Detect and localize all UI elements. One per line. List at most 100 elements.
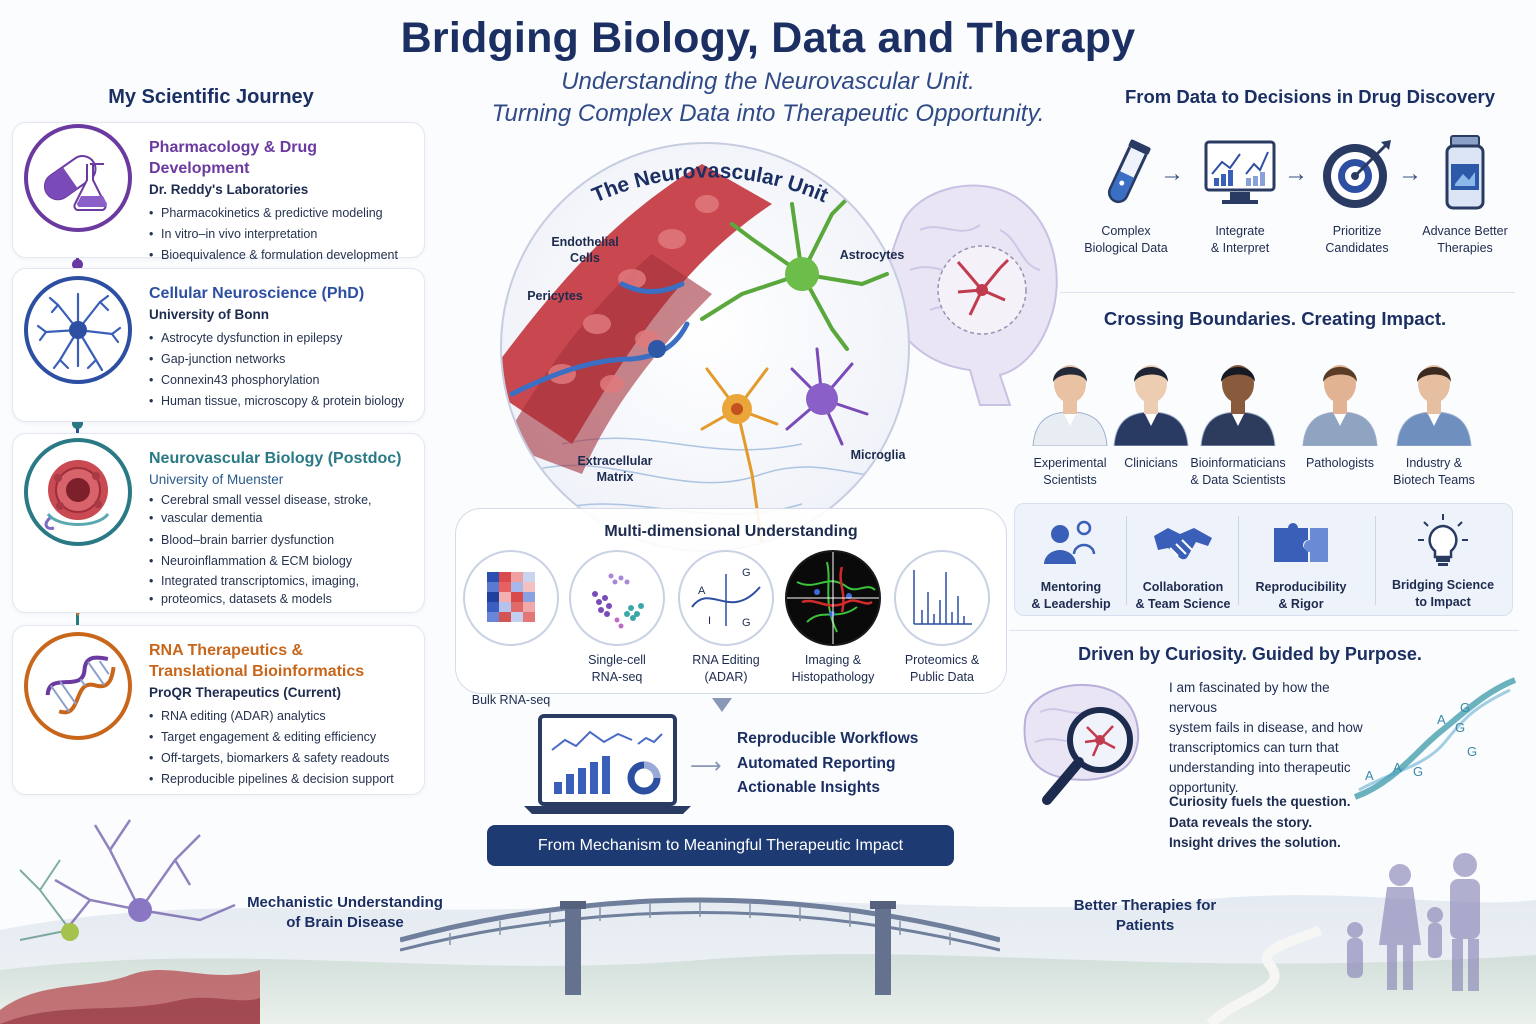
- umap-clusters-icon: [569, 550, 665, 646]
- workflow-arrow-icon: ⟶: [690, 753, 722, 778]
- collaborator-label: Bioinformaticians& Data Scientists: [1188, 455, 1288, 489]
- nvu-label-text: Extracellular: [577, 454, 653, 468]
- decision-step-label: Complex Biological Data: [1066, 223, 1186, 257]
- journey-card-bullet: Bioequivalence & formulation development: [149, 245, 414, 266]
- neural-tree-illustration: [0, 819, 260, 1024]
- journey-card-bullet: RNA editing (ADAR) analytics: [149, 706, 414, 727]
- astrocyte-icon: [24, 276, 132, 384]
- journey-card-bullet: vascular dementia: [149, 509, 414, 527]
- person-icon: [1113, 365, 1189, 447]
- mentoring-icon: [1044, 520, 1096, 564]
- journey-card-org: University of Muenster: [149, 472, 284, 487]
- value-bridging: Bridging Science to Impact: [1377, 504, 1509, 617]
- journey-card-bullet: Gap-junction networks: [149, 349, 414, 370]
- target-icon: [1323, 140, 1391, 208]
- test-tube-icon: [1107, 139, 1151, 204]
- curiosity-text-line: understanding into therapeutic: [1169, 760, 1351, 775]
- journey-card-bullet: Reproducible pipelines & decision suppor…: [149, 769, 414, 790]
- curiosity-text-line: opportunity.: [1169, 780, 1239, 795]
- curiosity-text-line: I am fascinated by how the nervous: [1169, 680, 1330, 715]
- capsule-flask-icon: [24, 124, 132, 232]
- value-label: Mentoring & Leadership: [1015, 579, 1127, 613]
- journey-card-bullet: Pharmacokinetics & predictive modeling: [149, 203, 414, 224]
- journey-card-bullet: Off-targets, biomarkers & safety readout…: [149, 748, 414, 769]
- value-separator: [1126, 516, 1127, 605]
- nvu-label-text: Endothelial: [551, 235, 619, 249]
- decision-step-advance: Advance Better Therapies: [1405, 134, 1525, 257]
- rna-letter: A: [698, 585, 706, 597]
- value-label: Collaboration & Team Science: [1127, 579, 1239, 613]
- multidim-item-rna-editing: A G I G RNA Editing (ADAR): [671, 550, 781, 686]
- nvu-label-endothelial: Endothelial Cells: [540, 234, 630, 266]
- decision-step-line: Prioritize: [1332, 224, 1382, 238]
- rna-strand-letter: G: [1413, 764, 1423, 779]
- collaborator-label-line: Experimental: [1033, 456, 1107, 470]
- rna-letter: G: [742, 567, 751, 579]
- curiosity-motto-line: Curiosity fuels the question.: [1169, 794, 1351, 809]
- person-icon: [1302, 365, 1378, 447]
- nvu-label-text: Cells: [570, 251, 600, 265]
- multidim-label-line: Histopathology: [791, 670, 875, 684]
- journey-card-bullet: Human tissue, microscopy & protein biolo…: [149, 391, 414, 412]
- rna-strand-letter: G: [1460, 700, 1470, 715]
- page-subtitle-line-1: Understanding the Neurovascular Unit.: [561, 68, 975, 95]
- rna-strand-icon: A A G G A G G: [1353, 677, 1517, 800]
- rna-editing-icon: A G I G: [678, 550, 774, 646]
- bridge-illustration: [400, 897, 1000, 995]
- journey-card-bullet: Astrocyte dysfunction in epilepsy: [149, 328, 414, 349]
- dna-helix-icon: [24, 632, 132, 740]
- workflow-line: Reproducible Workflows: [737, 730, 919, 747]
- collaborator-label: Industry &Biotech Teams: [1384, 455, 1484, 489]
- decision-step-label: Advance Better Therapies: [1405, 223, 1525, 257]
- nvu-label-microglia: Microglia: [850, 448, 906, 462]
- multidim-item-label: Single-cell RNA-seq: [562, 652, 672, 686]
- workflow-line: Automated Reporting: [737, 755, 896, 772]
- brain-background-icon: [887, 184, 1058, 406]
- multidim-item-bulk-rnaseq: Bulk RNA-seq: [456, 550, 566, 709]
- multidim-item-single-cell: Single-cell RNA-seq: [562, 550, 672, 686]
- curiosity-motto: Curiosity fuels the question. Data revea…: [1169, 792, 1389, 854]
- journey-card-title: RNA Therapeutics &: [149, 642, 304, 659]
- value-label: Bridging Science to Impact: [1377, 577, 1509, 611]
- data-decisions-title: From Data to Decisions in Drug Discovery: [1124, 86, 1496, 107]
- value-collaboration: Collaboration & Team Science: [1127, 504, 1239, 617]
- curiosity-text-line: system fails in disease, and how: [1169, 720, 1363, 735]
- bottom-label-line: Better Therapies for: [1073, 897, 1217, 914]
- nvu-label-astrocytes: Astrocytes: [839, 248, 905, 262]
- mass-spectrum-icon: [894, 550, 990, 646]
- multidim-label-line: Single-cell: [588, 653, 646, 667]
- collaborator-avatar: Clinicians: [1101, 350, 1201, 472]
- medicine-bottle-icon: [1445, 135, 1485, 210]
- collaborator-avatar: Pathologists: [1290, 350, 1390, 472]
- multidim-item-imaging: Imaging & Histopathology: [778, 550, 888, 686]
- value-label-line: to Impact: [1415, 595, 1471, 609]
- timeline-dot: [72, 418, 83, 429]
- bottom-landscape: [0, 895, 1536, 1024]
- multidim-item-label: Bulk RNA-seq: [471, 693, 551, 707]
- bottom-label-line: of Brain Disease: [286, 914, 404, 931]
- arrow-right-icon: →: [1398, 160, 1422, 187]
- nvu-label-ecm: Extracellular Matrix: [570, 453, 660, 485]
- decision-step-label: Prioritize Candidates: [1297, 223, 1417, 257]
- nvu-label-text: Matrix: [596, 470, 634, 484]
- journey-card-title: Pharmacology & Drug Development: [149, 139, 318, 177]
- bottom-label-line: Patients: [1115, 917, 1175, 934]
- person-icon: [1396, 365, 1472, 447]
- decision-step-line: Complex: [1101, 224, 1151, 238]
- svg-text:The Neurovascular Unit: The Neurovascular Unit: [589, 159, 832, 207]
- decision-step-prioritize: Prioritize Candidates: [1297, 134, 1417, 257]
- multidim-item-proteomics: Proteomics & Public Data: [887, 550, 997, 686]
- fluorescence-image-icon: [785, 550, 881, 646]
- arrow-right-icon: →: [1284, 160, 1308, 187]
- value-label: Reproducibility & Rigor: [1239, 579, 1363, 613]
- decision-step-line: Integrate: [1215, 224, 1265, 238]
- multidim-label-line: Proteomics &: [904, 653, 980, 667]
- bottom-right-label: Better Therapies for Patients: [1050, 896, 1240, 936]
- arrow-right-icon: →: [1160, 160, 1184, 187]
- curiosity-text: I am fascinated by how the nervous syste…: [1169, 678, 1379, 798]
- handshake-icon: [1154, 528, 1212, 560]
- collaborator-avatar: Industry &Biotech Teams: [1384, 350, 1484, 489]
- collaborator-label-line: Pathologists: [1305, 456, 1375, 470]
- nvu-title: The Neurovascular Unit: [589, 159, 832, 207]
- impact-banner: From Mechanism to Meaningful Therapeutic…: [487, 825, 954, 866]
